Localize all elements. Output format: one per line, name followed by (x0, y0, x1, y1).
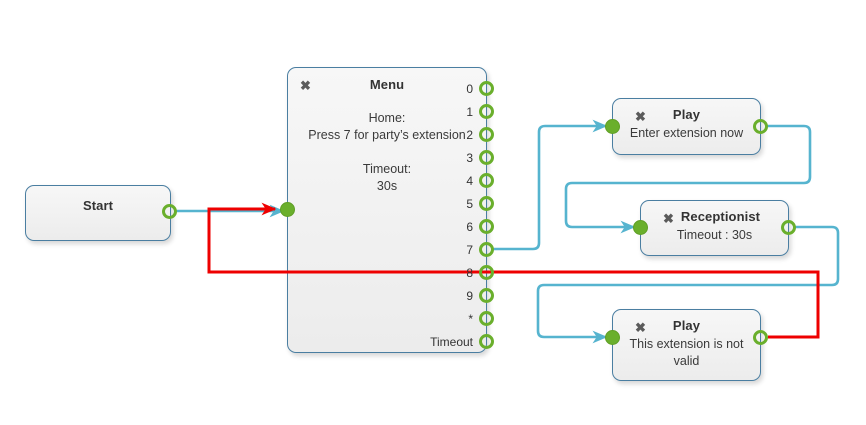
node-receptionist-body: Timeout : 30s (676, 228, 753, 242)
node-receptionist[interactable]: ✖ Receptionist Timeout : 30s (640, 200, 789, 256)
node-start-title: Start (82, 198, 114, 213)
receptionist-close-icon[interactable]: ✖ (663, 211, 674, 226)
menu-output-label-5: 5 (466, 197, 473, 211)
receptionist-output-port[interactable] (781, 220, 796, 235)
menu-output-port-6[interactable] (479, 219, 494, 234)
menu-output-port-timeout[interactable] (479, 334, 494, 349)
menu-output-label-7: 7 (466, 243, 473, 257)
node-menu-body: Home: Press 7 for party’s extension Time… (288, 110, 486, 195)
play-top-output-port[interactable] (753, 119, 768, 134)
menu-output-label-8: 8 (466, 266, 473, 280)
node-start[interactable]: Start (25, 185, 171, 241)
menu-output-port-1[interactable] (479, 104, 494, 119)
menu-output-port-7[interactable] (479, 242, 494, 257)
menu-output-label-4: 4 (466, 174, 473, 188)
play-top-input-port[interactable] (605, 119, 620, 134)
menu-line-2: Press 7 for party’s extension (308, 128, 466, 142)
menu-line-3: Timeout: (362, 162, 412, 176)
menu-output-port-2[interactable] (479, 127, 494, 142)
node-play-top-body: Enter extension now (629, 126, 744, 140)
menu-output-label-3: 3 (466, 151, 473, 165)
menu-output-label-6: 6 (466, 220, 473, 234)
menu-output-port-8[interactable] (479, 265, 494, 280)
menu-close-icon[interactable]: ✖ (300, 78, 311, 93)
play-bottom-input-port[interactable] (605, 330, 620, 345)
menu-output-port-9[interactable] (479, 288, 494, 303)
menu-line-1: Home: (368, 111, 406, 125)
menu-output-label-1: 1 (466, 105, 473, 119)
node-play-top-title: Play (672, 107, 701, 122)
node-play-bottom[interactable]: ✖ Play This extension is not valid (612, 309, 761, 381)
menu-input-port[interactable] (280, 202, 295, 217)
menu-output-label-0: 0 (466, 82, 473, 96)
menu-output-label-timeout: Timeout (430, 335, 473, 349)
menu-output-port-star[interactable] (479, 311, 494, 326)
play-bottom-output-port[interactable] (753, 330, 768, 345)
node-menu-title: Menu (369, 77, 405, 92)
node-play-bottom-body: This extension is not valid (629, 337, 744, 368)
edge-menu7-to-play-top (492, 119, 608, 251)
menu-output-port-4[interactable] (479, 173, 494, 188)
menu-output-label-9: 9 (466, 289, 473, 303)
menu-output-port-5[interactable] (479, 196, 494, 211)
receptionist-input-port[interactable] (633, 220, 648, 235)
menu-output-label-star: * (468, 312, 473, 326)
menu-output-port-3[interactable] (479, 150, 494, 165)
start-output-port[interactable] (162, 204, 177, 219)
menu-line-4: 30s (376, 179, 398, 193)
menu-output-label-2: 2 (466, 128, 473, 142)
menu-output-port-0[interactable] (479, 81, 494, 96)
play-top-close-icon[interactable]: ✖ (635, 109, 646, 124)
play-bottom-close-icon[interactable]: ✖ (635, 320, 646, 335)
node-play-top[interactable]: ✖ Play Enter extension now (612, 98, 761, 155)
